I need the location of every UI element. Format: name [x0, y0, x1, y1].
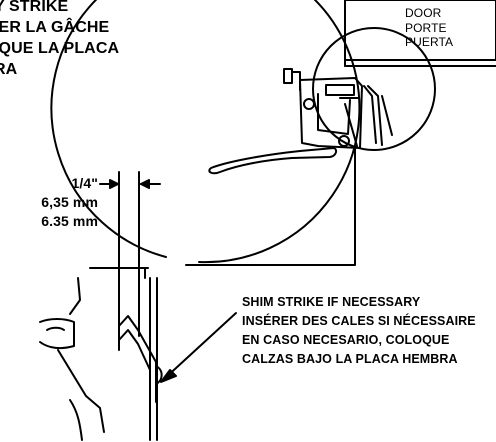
latch-assembly [208, 68, 393, 175]
detail-circle-large [50, 0, 361, 264]
dimension-inch: 1/4" [71, 175, 98, 191]
door-label: DOOR PORTE PUERTA [405, 6, 453, 50]
door-label-fr: PORTE [405, 20, 447, 35]
shim-note-es-2: CALZAS BAJO LA PLACA HEMBRA [242, 352, 458, 366]
step-line-1: Y STRIKE [0, 0, 69, 15]
shim-note-es-1: EN CASO NECESARIO, COLOQUE [242, 333, 450, 347]
step-line-3: IQUE LA PLACA [0, 40, 120, 57]
dimension-mm-dot: 6.35 mm [41, 213, 98, 229]
dimension-mm-comma: 6,35 mm [41, 194, 98, 210]
door-label-en: DOOR [405, 6, 442, 20]
detail-strike-shim [39, 267, 163, 441]
step-instruction: Y STRIKE IER LA GÂCHE IQUE LA PLACA RA [0, 0, 119, 80]
shim-leader [160, 312, 237, 383]
step-line-2: IER LA GÂCHE [0, 19, 110, 36]
step-line-4: RA [0, 61, 18, 78]
door-panel [344, 0, 496, 67]
shim-note-fr: INSÉRER DES CALES SI NÉCESSAIRE [242, 314, 476, 328]
dimension-lines [99, 171, 161, 351]
shim-note: SHIM STRIKE IF NECESSARY INSÉRER DES CAL… [242, 293, 476, 369]
shim-note-en: SHIM STRIKE IF NECESSARY [242, 295, 421, 309]
detail-circle-small [312, 27, 436, 151]
door-label-es: PUERTA [405, 35, 454, 49]
detail-leader [185, 146, 356, 266]
dimension-label: 1/4" 6,35 mm 6.35 mm [36, 174, 98, 231]
